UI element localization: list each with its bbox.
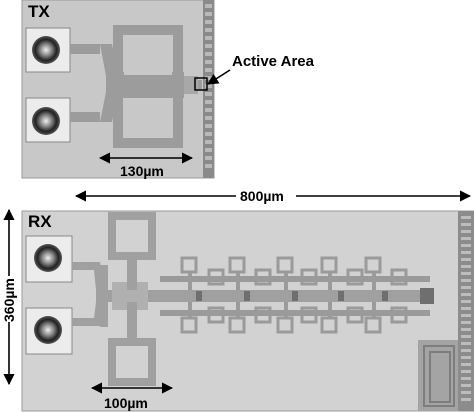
rx-probe-top [34, 244, 62, 272]
rx-probe-bottom [34, 316, 62, 344]
tx-edge-structure [203, 0, 214, 178]
rx-small-scale-label: 100µm [104, 395, 148, 411]
tx-probe-top [32, 36, 60, 64]
active-area-annotation: Active Area [207, 53, 315, 85]
rx-micrograph: RX 100µm [21, 210, 474, 412]
tx-resonator-top [113, 25, 183, 85]
active-area-label: Active Area [232, 53, 315, 70]
active-area-box [194, 77, 208, 91]
tx-scale-bar-label: 130µm [120, 163, 164, 179]
rx-edge-structure [418, 211, 474, 411]
rx-horizontal-scale-label: 800µm [240, 188, 284, 204]
rx-horizontal-scale: 800µm [74, 188, 472, 204]
rx-label: RX [28, 212, 52, 231]
tx-micrograph: TX 130µm [21, 0, 215, 179]
tx-probe-bottom [32, 107, 60, 135]
tx-label: TX [28, 2, 50, 21]
rx-vertical-scale-label: 360µm [1, 278, 17, 322]
rx-cell-array [160, 256, 434, 334]
rx-vertical-scale: 360µm [1, 208, 17, 386]
tx-resonator-bottom [113, 88, 183, 148]
